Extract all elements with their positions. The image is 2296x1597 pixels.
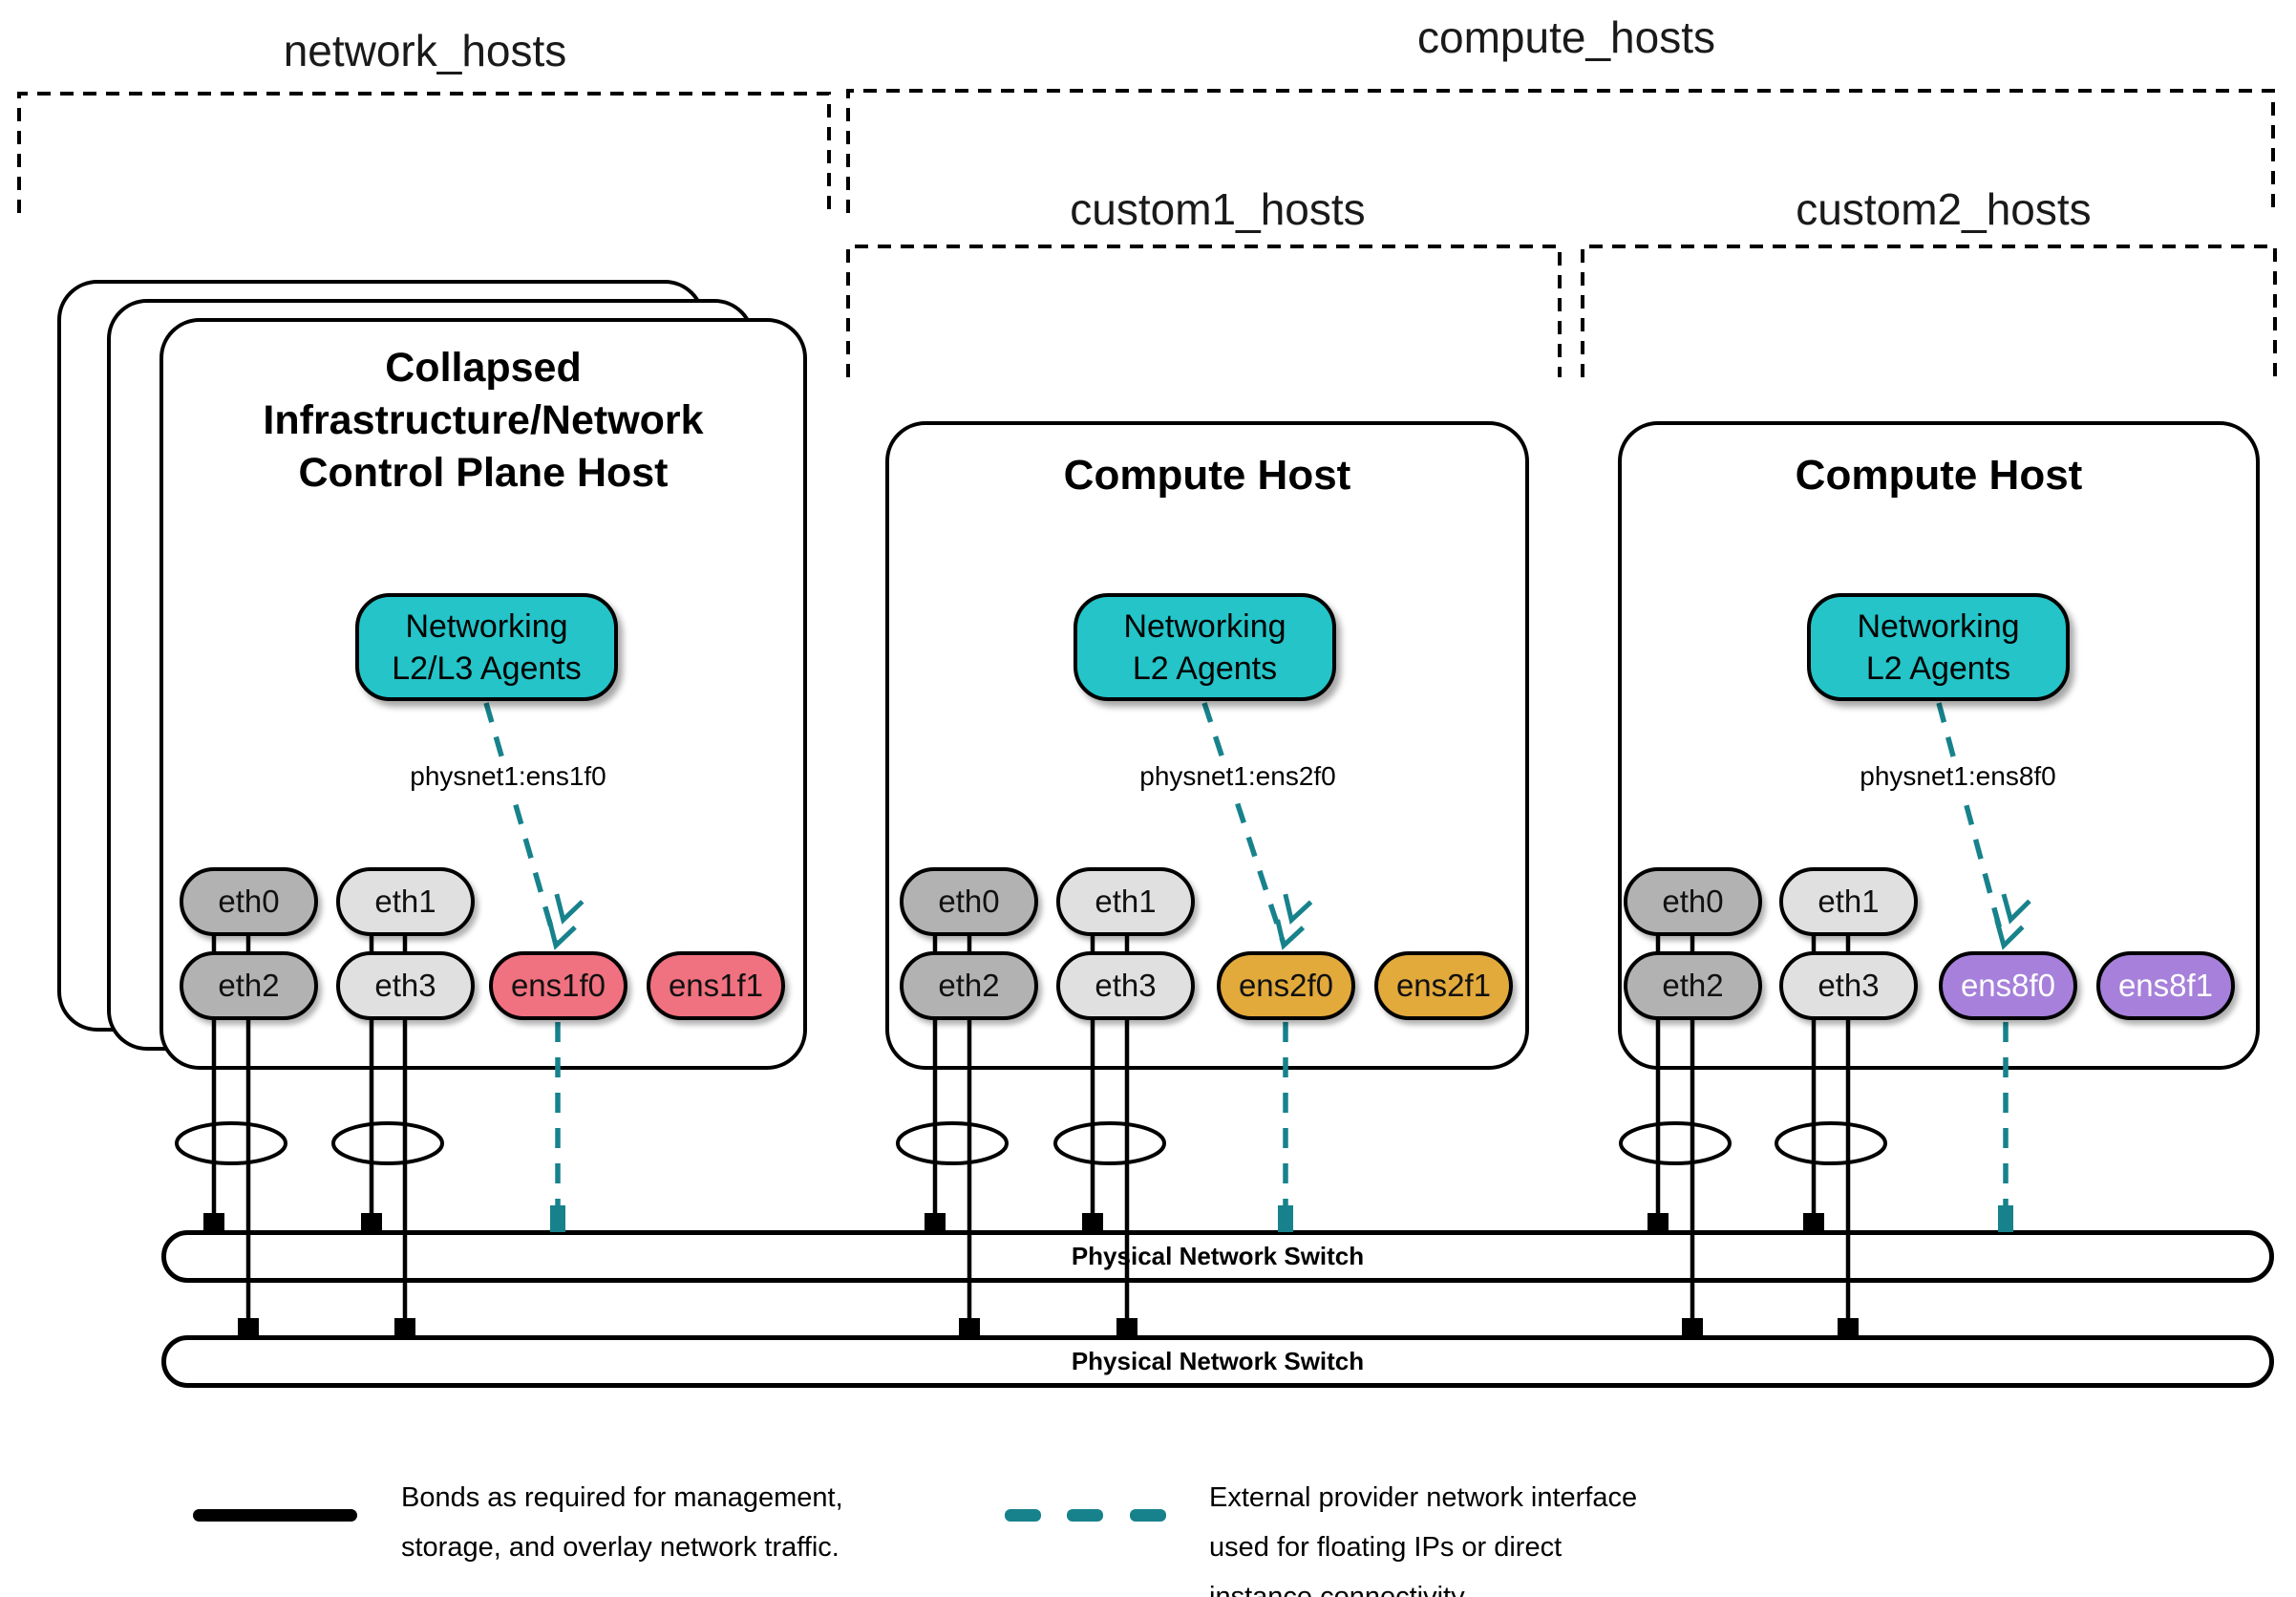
nic-pill-eth3: eth3 [1779,951,1918,1020]
switch-port-connector [1116,1318,1137,1337]
legend-provider-dash-swatch [1067,1509,1103,1522]
agents-label-line2: L2 Agents [1865,649,2011,687]
agents-label-line1: Networking [1123,607,1286,645]
bond-ellipse [896,1121,1009,1165]
bond-ellipse [1619,1121,1732,1165]
physical-network-switch-2-label: Physical Network Switch [1071,1347,1365,1375]
switch-port-connector [1648,1213,1669,1232]
control-plane-host-title-line1: Collapsed [385,345,582,391]
provider-port-connector [1998,1205,2013,1232]
switch-port-connector [394,1318,415,1337]
legend-bond-text-line2: storage, and overlay network traffic. [401,1532,840,1563]
control-plane-host-title: Collapsed Infrastructure/Network Control… [159,342,807,500]
compute-host-2-title: Compute Host [1795,452,2083,499]
switch-port-connector [925,1213,946,1232]
compute-host-1-title: Compute Host [1063,452,1351,499]
legend-provider-text-line2: used for floating IPs or direct [1209,1532,1563,1563]
custom2-hosts-bracket [1581,245,2277,377]
nic-pill-eth3: eth3 [336,951,475,1020]
switch-port-connector [959,1318,980,1337]
nic-pill-eth1: eth1 [1779,867,1918,936]
nic-pill-ens1f1: ens1f1 [647,951,785,1020]
control-plane-host-title-line2: Infrastructure/Network [263,397,704,443]
legend-bond-text: Bonds as required for management, storag… [401,1473,843,1572]
nic-pill-ens1f0: ens1f0 [489,951,627,1020]
compute-hosts-group-label: compute_hosts [1417,12,1715,62]
legend-bond-text-line1: Bonds as required for management, [401,1482,843,1513]
physnet-mapping-label: physnet1:ens2f0 [1123,760,1352,793]
network-hosts-bracket [17,92,831,213]
physnet-mapping-label: physnet1:ens8f0 [1843,760,2073,793]
nic-pill-eth2: eth2 [1624,951,1762,1020]
switch-port-connector [1082,1213,1103,1232]
physical-network-switch-1: Physical Network Switch [161,1230,2274,1283]
bond-ellipse [331,1121,444,1165]
nic-pill-ens8f0: ens8f0 [1939,951,2077,1020]
legend-provider-dash-swatch [1130,1509,1166,1522]
agents-label-line2: L2 Agents [1132,649,1278,687]
agents-label-line1: Networking [1857,607,2020,645]
switch-port-connector [361,1213,382,1232]
agents-label-line1: Networking [405,607,568,645]
nic-pill-ens8f1: ens8f1 [2096,951,2235,1020]
nic-pill-eth1: eth1 [336,867,475,936]
switch-port-connector [1803,1213,1824,1232]
switch-port-connector [203,1213,224,1232]
networking-l2l3-agents-box: Networking L2/L3 Agents [355,593,618,701]
physical-network-switch-2: Physical Network Switch [161,1335,2274,1388]
legend-provider-text: External provider network interface used… [1209,1473,1637,1597]
switch-port-connector [1838,1318,1859,1337]
custom1-hosts-bracket [846,245,1562,377]
custom2-hosts-group-label: custom2_hosts [1796,184,2092,234]
legend-bond-line-swatch [193,1509,357,1522]
nic-pill-eth0: eth0 [900,867,1038,936]
nic-pill-eth2: eth2 [900,951,1038,1020]
legend-provider-text-line3: instance connectivity [1209,1582,1465,1597]
physnet-mapping-label: physnet1:ens1f0 [393,760,623,793]
nic-pill-eth3: eth3 [1056,951,1195,1020]
nic-pill-eth0: eth0 [180,867,318,936]
physical-network-switch-1-label: Physical Network Switch [1071,1242,1365,1270]
networking-l2-agents-box-2: Networking L2 Agents [1807,593,2070,701]
nic-pill-ens2f0: ens2f0 [1217,951,1355,1020]
bond-ellipse [1775,1121,1887,1165]
networking-l2-agents-box-1: Networking L2 Agents [1074,593,1336,701]
switch-port-connector [238,1318,259,1337]
provider-port-connector [550,1205,565,1232]
nic-pill-ens2f1: ens2f1 [1374,951,1513,1020]
bond-ellipse [175,1121,287,1165]
legend-provider-text-line1: External provider network interface [1209,1482,1638,1513]
bond-ellipse [1053,1121,1166,1165]
nic-pill-eth1: eth1 [1056,867,1195,936]
network-hosts-group-label: network_hosts [283,26,567,75]
custom1-hosts-group-label: custom1_hosts [1070,184,1366,234]
nic-pill-eth2: eth2 [180,951,318,1020]
agents-label-line2: L2/L3 Agents [392,649,582,687]
legend-provider-dash-swatch [1005,1509,1041,1522]
provider-port-connector [1278,1205,1293,1232]
nic-pill-eth0: eth0 [1624,867,1762,936]
control-plane-host-title-line3: Control Plane Host [298,450,669,496]
switch-port-connector [1682,1318,1703,1337]
